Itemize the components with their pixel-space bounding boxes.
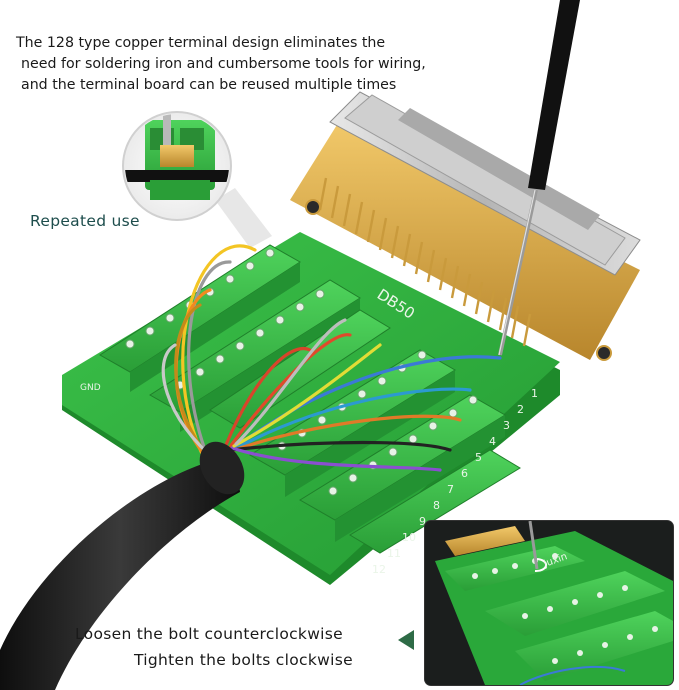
screwdriver	[498, 0, 580, 356]
pin-label: 9	[419, 515, 426, 528]
pointer-triangle-icon	[398, 630, 414, 650]
db-connector	[290, 91, 641, 361]
pin-label: 5	[475, 451, 482, 464]
pin-number-labels: 1 2 3 4 5 6 7 8 9 10 11 12	[372, 387, 538, 576]
headline-line-3: and the terminal board can be reused mul…	[21, 77, 397, 93]
pin-label: 2	[517, 403, 524, 416]
black-cable	[0, 441, 245, 690]
board-ground-label: GND	[80, 383, 101, 393]
loosen-instruction: Loosen the bolt counterclockwise	[75, 625, 343, 643]
pin-label: 4	[489, 435, 496, 448]
pin-label: 10	[402, 531, 416, 544]
pin-label: 1	[531, 387, 538, 400]
wire-bundle	[161, 244, 502, 472]
headline-line-2: need for soldering iron and cumbersome t…	[21, 56, 426, 72]
callout-label: Repeated use	[30, 212, 140, 230]
pin-label: 6	[461, 467, 468, 480]
pin-label: 7	[447, 483, 454, 496]
pin-label: 12	[372, 563, 386, 576]
headline-line-1: The 128 type copper terminal design elim…	[16, 35, 386, 51]
pin-label: 8	[433, 499, 440, 512]
headline: The 128 type copper terminal design elim…	[16, 33, 486, 96]
callout-beam	[215, 188, 272, 248]
pin-label: 11	[387, 547, 401, 560]
tighten-instruction: Tighten the bolts clockwise	[134, 651, 353, 669]
inset-photo: Juxin	[425, 521, 673, 685]
pin-label: 3	[503, 419, 510, 432]
terminal-blocks-left	[99, 244, 391, 432]
callout-magnifier	[122, 111, 232, 221]
